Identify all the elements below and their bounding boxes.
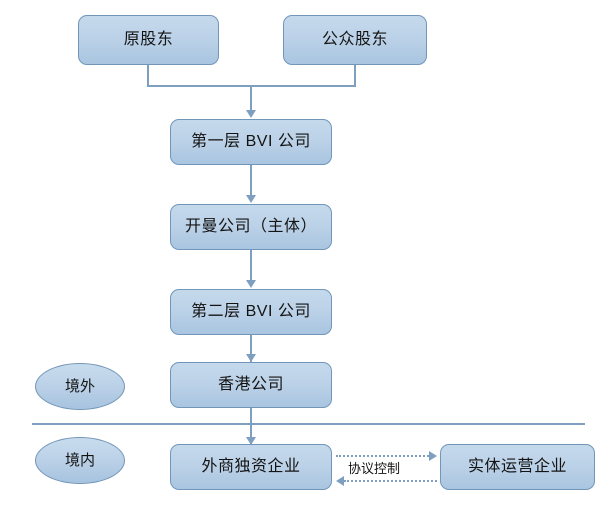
node-bvi-layer1-label: 第一层 BVI 公司	[191, 133, 311, 150]
node-public-shareholder-label: 公众股东	[321, 31, 388, 48]
node-bvi-layer2-label: 第二层 BVI 公司	[191, 303, 311, 320]
node-cayman[interactable]: 开曼公司（主体）	[170, 204, 332, 250]
arrowhead-to-cayman-icon	[246, 195, 256, 203]
node-original-shareholder[interactable]: 原股东	[78, 15, 219, 65]
offshore-onshore-divider	[32, 423, 585, 425]
arrowhead-vie-to-wfoe-icon	[336, 476, 344, 486]
arrowhead-to-bvi2-icon	[246, 280, 256, 288]
connector-cayman-to-bvi2	[250, 250, 252, 281]
node-hongkong[interactable]: 香港公司	[170, 362, 332, 408]
vie-connector-wfoe-to-opco	[336, 455, 429, 457]
connector-original-shareholder-drop	[147, 65, 149, 86]
node-wfoe[interactable]: 外商独资企业	[170, 444, 332, 490]
connector-public-shareholder-drop	[354, 65, 356, 86]
arrowhead-to-bvi1-icon	[246, 110, 256, 118]
node-opco[interactable]: 实体运营企业	[440, 444, 595, 490]
connector-shareholders-to-bvi1	[250, 85, 252, 111]
arrowhead-to-hongkong-icon	[246, 354, 256, 362]
vie-edge-label: 协议控制	[348, 461, 401, 476]
node-bvi-layer1[interactable]: 第一层 BVI 公司	[170, 119, 332, 165]
connector-bvi2-to-hongkong	[250, 335, 252, 363]
node-wfoe-label: 外商独资企业	[201, 458, 301, 475]
region-label-onshore: 境内	[35, 437, 125, 484]
node-opco-label: 实体运营企业	[467, 458, 567, 475]
node-public-shareholder[interactable]: 公众股东	[283, 15, 427, 65]
region-label-offshore-text: 境外	[64, 378, 95, 395]
arrowhead-vie-to-opco-icon	[429, 451, 437, 461]
region-label-offshore: 境外	[35, 363, 125, 410]
node-original-shareholder-label: 原股东	[123, 31, 174, 48]
node-hongkong-label: 香港公司	[217, 376, 284, 393]
vie-connector-opco-to-wfoe	[344, 480, 437, 482]
node-cayman-label: 开曼公司（主体）	[184, 218, 317, 235]
arrowhead-to-wfoe-icon	[246, 437, 256, 445]
node-bvi-layer2[interactable]: 第二层 BVI 公司	[170, 289, 332, 335]
connector-hongkong-to-wfoe	[250, 408, 252, 448]
region-label-onshore-text: 境内	[64, 452, 95, 469]
connector-bvi1-to-cayman	[250, 165, 252, 196]
